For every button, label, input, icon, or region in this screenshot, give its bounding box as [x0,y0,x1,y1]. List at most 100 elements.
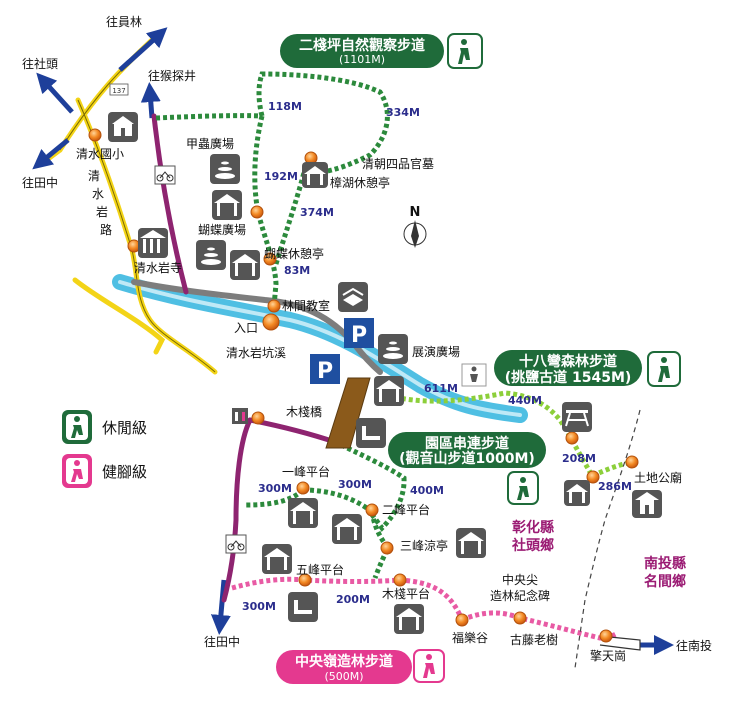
county-border [574,409,641,669]
county-changhua-2: 社頭鄉 [511,537,554,554]
compass: N [403,205,427,248]
light-green-trail [394,390,633,480]
pavilion-icon [230,250,260,280]
label-creek: 清水岩坑溪 [226,345,286,360]
label-guteng: 古藤老樹 [510,632,558,647]
shibawan-subtitle: (挑鹽古道 1545M) [505,369,632,386]
dir-houtanjing: 往猴探井 [148,68,196,83]
distance: 200M [336,593,370,606]
dir-shetou: 往社頭 [22,56,58,71]
label-qingshui-school: 清水國小 [76,147,124,161]
yuanqu-subtitle: (觀音山步道1000M) [399,450,535,467]
school-icon [108,112,138,142]
label-exhibit: 展演廣場 [412,344,460,359]
trail-markers [88,128,639,643]
label-sanfeng: 三峰涼亭 [400,538,448,553]
pavilion-icon [262,544,292,574]
label-qingshui-temple: 清水岩寺 [134,260,182,275]
temple-icon [138,228,168,258]
parking-icon: P [310,354,340,384]
distance: 300M [338,478,372,491]
visitor-icon [461,363,487,387]
distance: 208M [562,452,596,465]
pavilion-icon [456,528,486,558]
pavilion-icon [212,190,242,220]
distance: 300M [258,482,292,495]
yuanqu-title: 園區串連步道 [425,435,509,452]
restroom-icon [232,408,248,424]
distance: 334M [386,106,420,119]
distance: 118M [268,100,302,113]
distance: 440M [508,394,542,407]
distance: 192M [264,170,298,183]
parking-icon: P [344,318,374,348]
distance: 83M [284,264,310,277]
shibawan-title: 十八彎森林步道 [519,353,617,370]
distance: 400M [410,484,444,497]
header-zhongyang: 中央嶺造林步道 (500M) [276,649,445,684]
label-wufeng: 五峰平台 [296,562,344,577]
label-zhongyangjian-2: 造林紀念碑 [490,588,550,603]
plaza-icon [210,154,240,184]
label-zhongyangjian-1: 中央尖 [502,572,538,587]
parking-label: P [351,323,367,348]
dir-tianzhong-bottom: 往田中 [204,634,240,649]
dir-yuanlin: 往員林 [106,14,142,29]
header-shibawan: 十八彎森林步道 (挑鹽古道 1545M) [494,350,681,387]
erling-title: 二棧坪自然觀察步道 [299,37,425,54]
hiking-hiker-icon [71,460,83,482]
erling-length: (1101M) [339,53,385,66]
label-fulegu: 福樂谷 [452,630,488,645]
dir-nantou: 往南投 [676,638,712,653]
header-yuanqu: 園區串連步道 (觀音山步道1000M) [388,432,546,505]
picnic-icon [562,402,592,432]
bicycle-icon [154,165,176,185]
bicycle-icon [225,534,247,554]
label-jiachong: 甲蟲廣場 [186,137,234,151]
shrine-icon [632,490,662,518]
zhongyang-title: 中央嶺造林步道 [295,653,393,670]
label-qingshui-road-4: 路 [100,222,112,237]
header-erling: 二棧坪自然觀察步道 (1101M) [280,33,483,69]
label-tudi: 土地公廟 [634,470,682,485]
parking-label: P [317,359,333,384]
road-number: 137 [112,87,125,95]
distance: 300M [242,600,276,613]
book-icon [338,282,368,312]
pavilion-icon [288,498,318,528]
zhongyang-length: (500M) [324,670,363,683]
legend-leisure: 休閒級 [102,419,147,437]
county-nantou-1: 南投縣 [644,555,686,572]
pavilion-icon [564,480,590,506]
label-zhanghu: 樟湖休憩亭 [330,175,390,190]
wooden-bridge [325,377,371,449]
label-qingshui-road-3: 岩 [96,204,108,219]
label-forest-classroom: 林間教室 [282,298,330,313]
label-erfeng: 二峰平台 [382,502,430,517]
label-muzhan-bridge: 木棧橋 [286,404,322,419]
distance: 611M [424,382,458,395]
label-qingtiangang: 擎天崗 [590,648,626,663]
pavilion-icon [394,604,424,634]
gray-road [131,279,383,375]
label-muzhan-platform: 木棧平台 [382,586,430,601]
label-qingshui-road-1: 清 [88,169,100,183]
legend-hiking: 健腳級 [102,463,147,481]
label-butterfly-plaza: 蝴蝶廣場 [198,222,246,237]
direction-arrows [32,27,674,655]
bench-icon [356,418,386,448]
compass-north: N [410,205,421,220]
leisure-hiker-icon [71,416,83,438]
label-qingchao: 清朝四品官墓 [362,156,434,171]
facility-icons: P P [108,112,662,634]
label-qingshui-road-2: 水 [92,187,104,201]
leisure-hiker-icon [517,477,529,500]
pavilion-icon [302,162,328,188]
dir-tianzhong-top: 往田中 [22,175,58,190]
bench-icon [288,592,318,622]
road-shield: 137 [109,83,129,96]
label-entrance: 入口 [234,321,258,335]
hiking-hiker-icon [423,654,435,678]
county-changhua-1: 彰化縣 [512,519,554,536]
